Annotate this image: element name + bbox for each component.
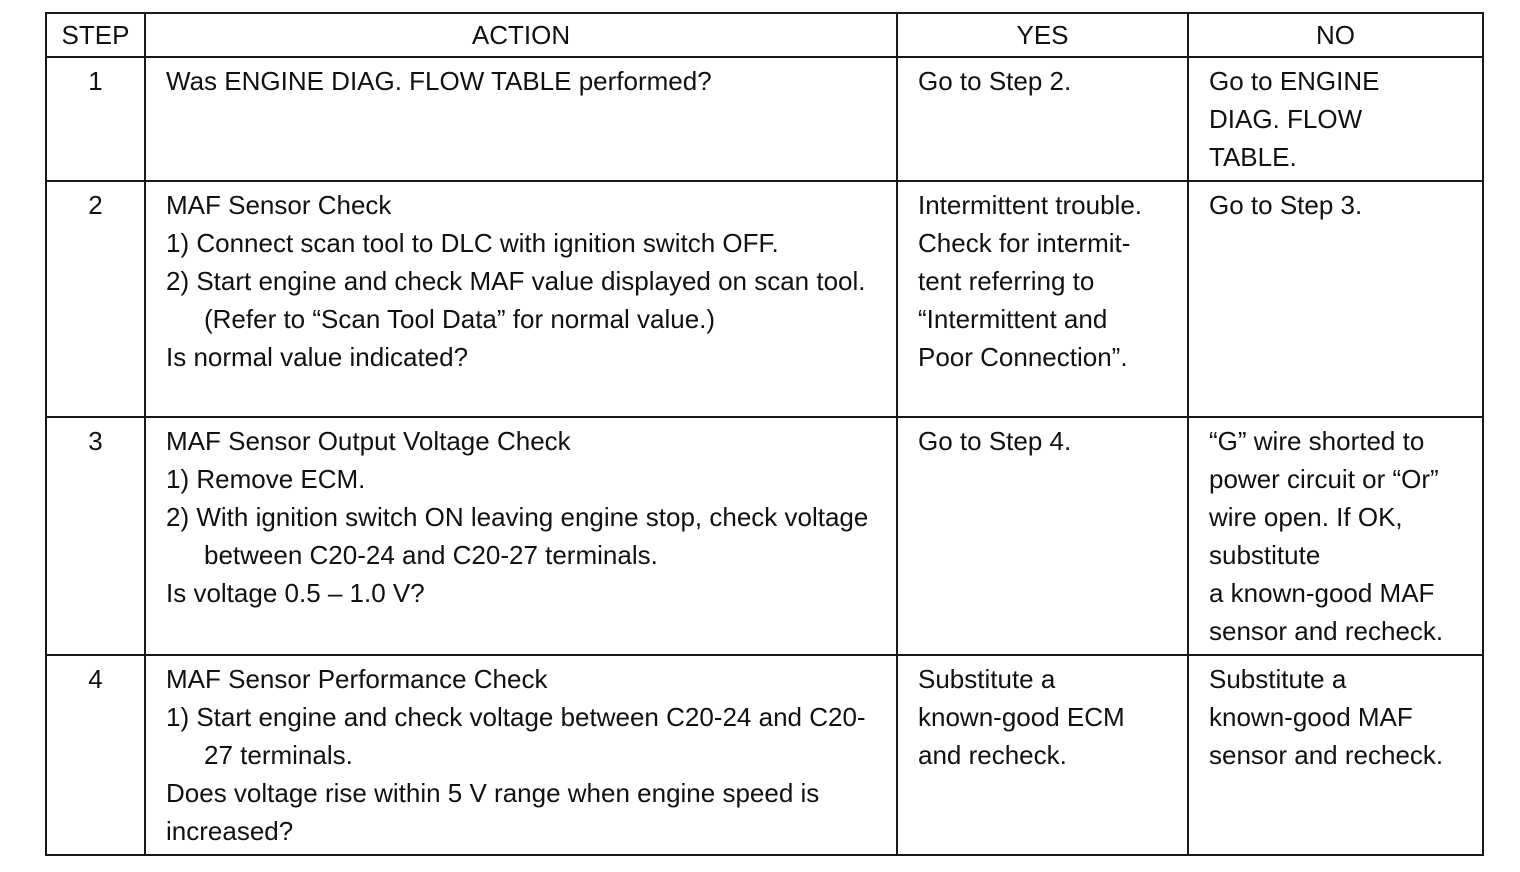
table-row: 2 MAF Sensor Check 1) Connect scan tool … — [45, 180, 1484, 418]
yes-text-line: Go to Step 4. — [918, 426, 1072, 456]
no-text-line: a known-good MAF — [1209, 578, 1435, 608]
yes-cell: Substitute a known-good ECM and recheck. — [896, 654, 1189, 856]
action-question: Is normal value indicated? — [166, 342, 469, 372]
no-text-line: known-good MAF — [1209, 702, 1413, 732]
yes-text-line: known-good ECM — [918, 702, 1125, 732]
action-question: Is voltage 0.5 – 1.0 V? — [166, 578, 425, 608]
no-text-line: power circuit or “Or” — [1209, 464, 1439, 494]
action-substep: 1) Connect scan tool to DLC with ignitio… — [166, 228, 779, 258]
action-substep: 2) With ignition switch ON leaving engin… — [166, 502, 869, 570]
no-cell: Go to Step 3. — [1187, 180, 1484, 418]
action-cell: MAF Sensor Check 1) Connect scan tool to… — [144, 180, 898, 418]
action-title: MAF Sensor Performance Check — [166, 664, 548, 694]
no-text-line: substitute — [1209, 540, 1321, 570]
step-number: 2 — [45, 180, 146, 418]
table-header-row: STEP ACTION YES NO — [45, 12, 1484, 58]
yes-text-line: Substitute a — [918, 664, 1056, 694]
yes-text-line: tent referring to — [918, 266, 1095, 296]
no-text-line: wire open. If OK, — [1209, 502, 1403, 532]
no-cell: Go to ENGINE DIAG. FLOW TABLE. — [1187, 56, 1484, 182]
no-text-line: “G” wire shorted to — [1209, 426, 1425, 456]
no-text-line: DIAG. FLOW — [1209, 104, 1363, 134]
step-number: 3 — [45, 416, 146, 656]
header-no: NO — [1187, 12, 1484, 58]
action-cell: MAF Sensor Performance Check 1) Start en… — [144, 654, 898, 856]
yes-cell: Go to Step 2. — [896, 56, 1189, 182]
yes-text-line: “Intermittent and — [918, 304, 1108, 334]
no-text-line: Substitute a — [1209, 664, 1347, 694]
no-cell: “G” wire shorted to power circuit or “Or… — [1187, 416, 1484, 656]
no-cell: Substitute a known-good MAF sensor and r… — [1187, 654, 1484, 856]
header-step: STEP — [45, 12, 146, 58]
table-row: 1 Was ENGINE DIAG. FLOW TABLE performed?… — [45, 56, 1484, 182]
yes-text-line: Go to Step 2. — [918, 66, 1072, 96]
action-substep: 1) Remove ECM. — [166, 464, 366, 494]
no-text-line: TABLE. — [1209, 142, 1297, 172]
step-number: 1 — [45, 56, 146, 182]
diagnostic-flow-table: STEP ACTION YES NO 1 Was ENGINE DIAG. FL… — [45, 12, 1484, 856]
action-title: MAF Sensor Output Voltage Check — [166, 426, 571, 456]
table-row: 3 MAF Sensor Output Voltage Check 1) Rem… — [45, 416, 1484, 656]
action-question: Does voltage rise within 5 V range when … — [166, 778, 820, 846]
step-number: 4 — [45, 654, 146, 856]
yes-text-line: and recheck. — [918, 740, 1067, 770]
yes-cell: Go to Step 4. — [896, 416, 1189, 656]
action-title: MAF Sensor Check — [166, 190, 392, 220]
yes-cell: Intermittent trouble. Check for intermit… — [896, 180, 1189, 418]
header-action: ACTION — [144, 12, 898, 58]
no-text-line: Go to Step 3. — [1209, 190, 1363, 220]
table-row: 4 MAF Sensor Performance Check 1) Start … — [45, 654, 1484, 856]
header-yes: YES — [896, 12, 1189, 58]
no-text-line: sensor and recheck. — [1209, 616, 1444, 646]
yes-text-line: Poor Connection”. — [918, 342, 1128, 372]
action-cell: Was ENGINE DIAG. FLOW TABLE performed? — [144, 56, 898, 182]
action-substep: 2) Start engine and check MAF value disp… — [166, 266, 866, 334]
yes-text-line: Check for intermit- — [918, 228, 1131, 258]
no-text-line: sensor and recheck. — [1209, 740, 1444, 770]
yes-text-line: Intermittent trouble. — [918, 190, 1142, 220]
action-title: Was ENGINE DIAG. FLOW TABLE performed? — [166, 66, 712, 96]
no-text-line: Go to ENGINE — [1209, 66, 1380, 96]
action-substep: 1) Start engine and check voltage betwee… — [166, 702, 866, 770]
action-cell: MAF Sensor Output Voltage Check 1) Remov… — [144, 416, 898, 656]
